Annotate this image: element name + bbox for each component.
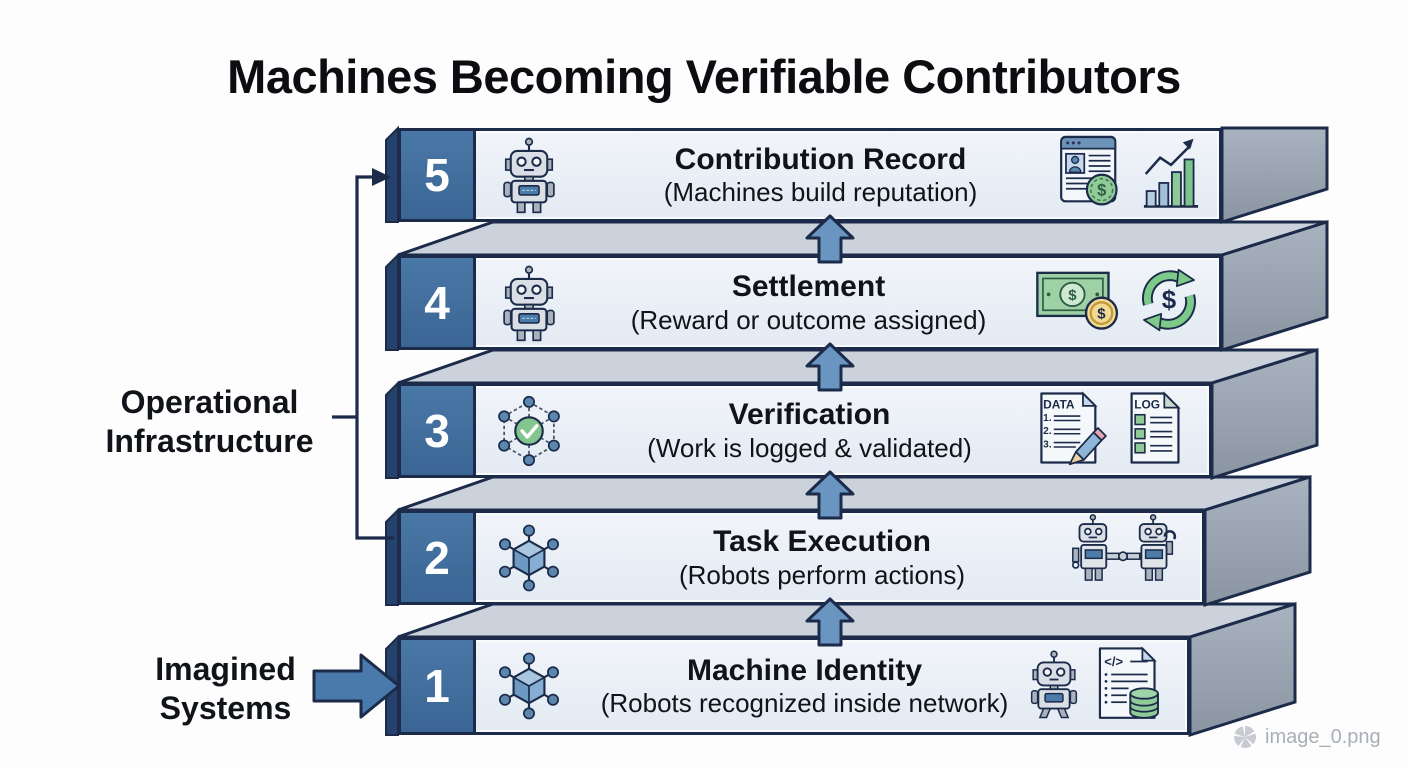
network-cube-icon xyxy=(476,522,582,594)
svg-text:1.: 1. xyxy=(1043,413,1052,424)
data-document-pencil-icon: DATA 1. 2. 3. xyxy=(1037,390,1113,471)
svg-text:$: $ xyxy=(1097,180,1106,199)
operational-bracket-arrowhead-icon xyxy=(372,168,391,186)
layer-3-left-bevel xyxy=(385,380,399,479)
growth-bar-chart-icon xyxy=(1141,136,1201,215)
layer-number-badge: 1 xyxy=(401,640,476,732)
layer-title: Task Execution xyxy=(713,525,931,559)
layer-1-top-face xyxy=(397,602,1296,639)
watermark: image_0.png xyxy=(1232,724,1381,750)
layer-2-top-face xyxy=(397,475,1311,512)
pinwheel-icon xyxy=(1234,726,1256,748)
layer-number-badge: 4 xyxy=(401,258,476,347)
svg-text:2.: 2. xyxy=(1043,426,1052,437)
layer-4-settlement: 4 Settlement (R xyxy=(398,255,1222,350)
svg-text:$: $ xyxy=(1162,287,1177,315)
layer-5-contribution-record: 5 Contribution Record xyxy=(398,128,1222,222)
watermark-filename: image_0.png xyxy=(1265,725,1381,748)
layer-number-badge: 5 xyxy=(401,131,476,219)
layer-subtitle: (Robots perform actions) xyxy=(678,559,966,590)
svg-text:LOG: LOG xyxy=(1134,398,1160,412)
layer-3-verification: 3 Verification (Work is logged & validat… xyxy=(398,383,1212,478)
layer-4-top-face xyxy=(397,220,1328,257)
layer-1-machine-identity: 1 Machine Identity (Robots recognized in… xyxy=(398,637,1190,735)
layer-3-top-face xyxy=(397,348,1318,385)
layer-number-badge: 2 xyxy=(401,513,476,602)
label-line: Imagined xyxy=(155,651,296,687)
layer-4-left-bevel xyxy=(385,252,399,351)
layer-title: Settlement xyxy=(731,270,886,304)
layer-subtitle: (Reward or outcome assigned) xyxy=(630,304,987,335)
layer-subtitle: (Robots recognized inside network) xyxy=(600,688,1009,719)
layer-title: Machine Identity xyxy=(686,653,923,687)
svg-text:</>: </> xyxy=(1104,653,1123,668)
reputation-profile-dollar-icon: $ xyxy=(1059,134,1127,217)
network-check-icon xyxy=(476,395,582,467)
code-document-database-icon: </> xyxy=(1095,645,1169,728)
robot-icon xyxy=(1027,649,1081,724)
operational-infrastructure-label: Operational Infrastructure xyxy=(62,383,357,461)
layer-1-left-bevel xyxy=(385,634,399,736)
layer-subtitle: (Work is logged & validated) xyxy=(647,432,972,463)
layer-4-side-face xyxy=(1220,219,1329,353)
layer-5-left-bevel xyxy=(385,125,399,223)
layer-number-badge: 3 xyxy=(401,386,476,475)
layer-subtitle: (Machines build reputation) xyxy=(663,177,978,208)
imagined-systems-label: Imagined Systems xyxy=(78,650,373,728)
svg-text:3.: 3. xyxy=(1043,439,1052,450)
dollar-cycle-icon: $ xyxy=(1137,268,1201,337)
layer-3-side-face xyxy=(1210,347,1319,481)
svg-text:$: $ xyxy=(1097,306,1106,323)
layer-1-side-face xyxy=(1188,601,1297,738)
label-line: Systems xyxy=(159,690,292,727)
page-title: Machines Becoming Verifiable Contributor… xyxy=(227,50,1181,104)
banknote-coin-icon: $ $ xyxy=(1035,269,1123,336)
layer-5-side-face xyxy=(1220,126,1329,225)
network-cube-icon xyxy=(476,650,582,722)
label-line: Infrastructure xyxy=(105,423,314,460)
label-line: Operational xyxy=(120,384,299,420)
operational-bracket-line xyxy=(332,175,394,540)
log-document-icon: LOG xyxy=(1127,390,1191,471)
robot-icon xyxy=(476,264,582,342)
layer-2-task-execution: 2 Task Execution (Robots perform actions… xyxy=(398,510,1205,605)
robots-handshake-icon xyxy=(1062,514,1184,601)
layer-2-side-face xyxy=(1203,474,1312,608)
robot-icon xyxy=(476,136,582,214)
layer-title: Verification xyxy=(728,398,891,432)
svg-text:$: $ xyxy=(1068,287,1077,304)
svg-text:DATA: DATA xyxy=(1043,398,1075,412)
layer-2-left-bevel xyxy=(385,507,399,606)
layer-title: Contribution Record xyxy=(674,142,967,176)
